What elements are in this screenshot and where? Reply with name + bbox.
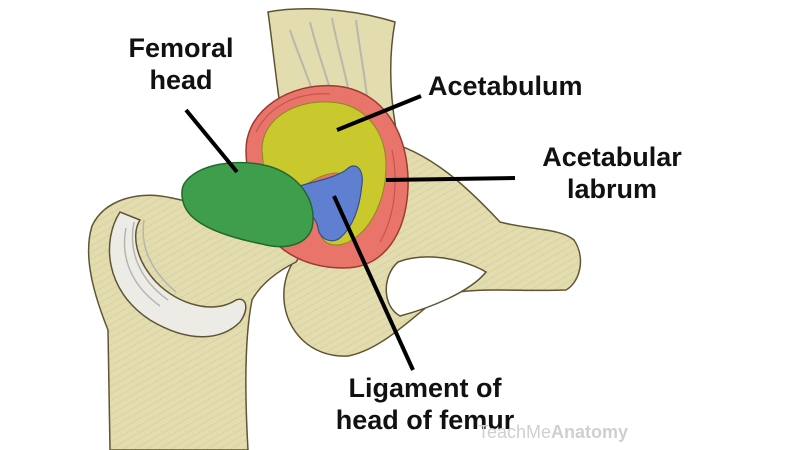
obturator-foramen: [385, 256, 488, 317]
label-ligament-of-head-of-femur: Ligament of head of femur: [300, 372, 550, 436]
capsule-cartilage: [108, 211, 247, 338]
watermark-suffix: Anatomy: [551, 422, 629, 442]
pointer-acetabulum: [336, 94, 422, 132]
label-femoral-head-line1: Femoral: [128, 33, 234, 63]
label-acetabular-labrum-line2: labrum: [566, 174, 658, 204]
ilium-ligament-fibers: [289, 17, 369, 111]
pointer-femoral-head: [184, 108, 239, 174]
watermark-prefix: TeachMe: [478, 422, 552, 442]
labrum-fibers: [255, 93, 396, 243]
label-acetabular-labrum-line1: Acetabular: [542, 142, 682, 172]
label-ligament-line2: head of femur: [335, 405, 515, 435]
watermark: TeachMeAnatomy: [478, 422, 628, 443]
label-femoral-head: Femoral head: [96, 32, 266, 96]
pointer-acetabular-labrum: [385, 176, 516, 182]
capsule-fibers: [123, 219, 177, 307]
femoral-head: [181, 161, 314, 248]
label-femoral-head-line2: head: [149, 65, 213, 95]
ligament-of-head-of-femur: [281, 165, 363, 242]
pointer-ligament: [332, 195, 415, 371]
label-ligament-line1: Ligament of: [348, 373, 502, 403]
label-acetabulum: Acetabulum: [428, 71, 583, 101]
label-acetabular-labrum: Acetabular labrum: [520, 141, 704, 205]
